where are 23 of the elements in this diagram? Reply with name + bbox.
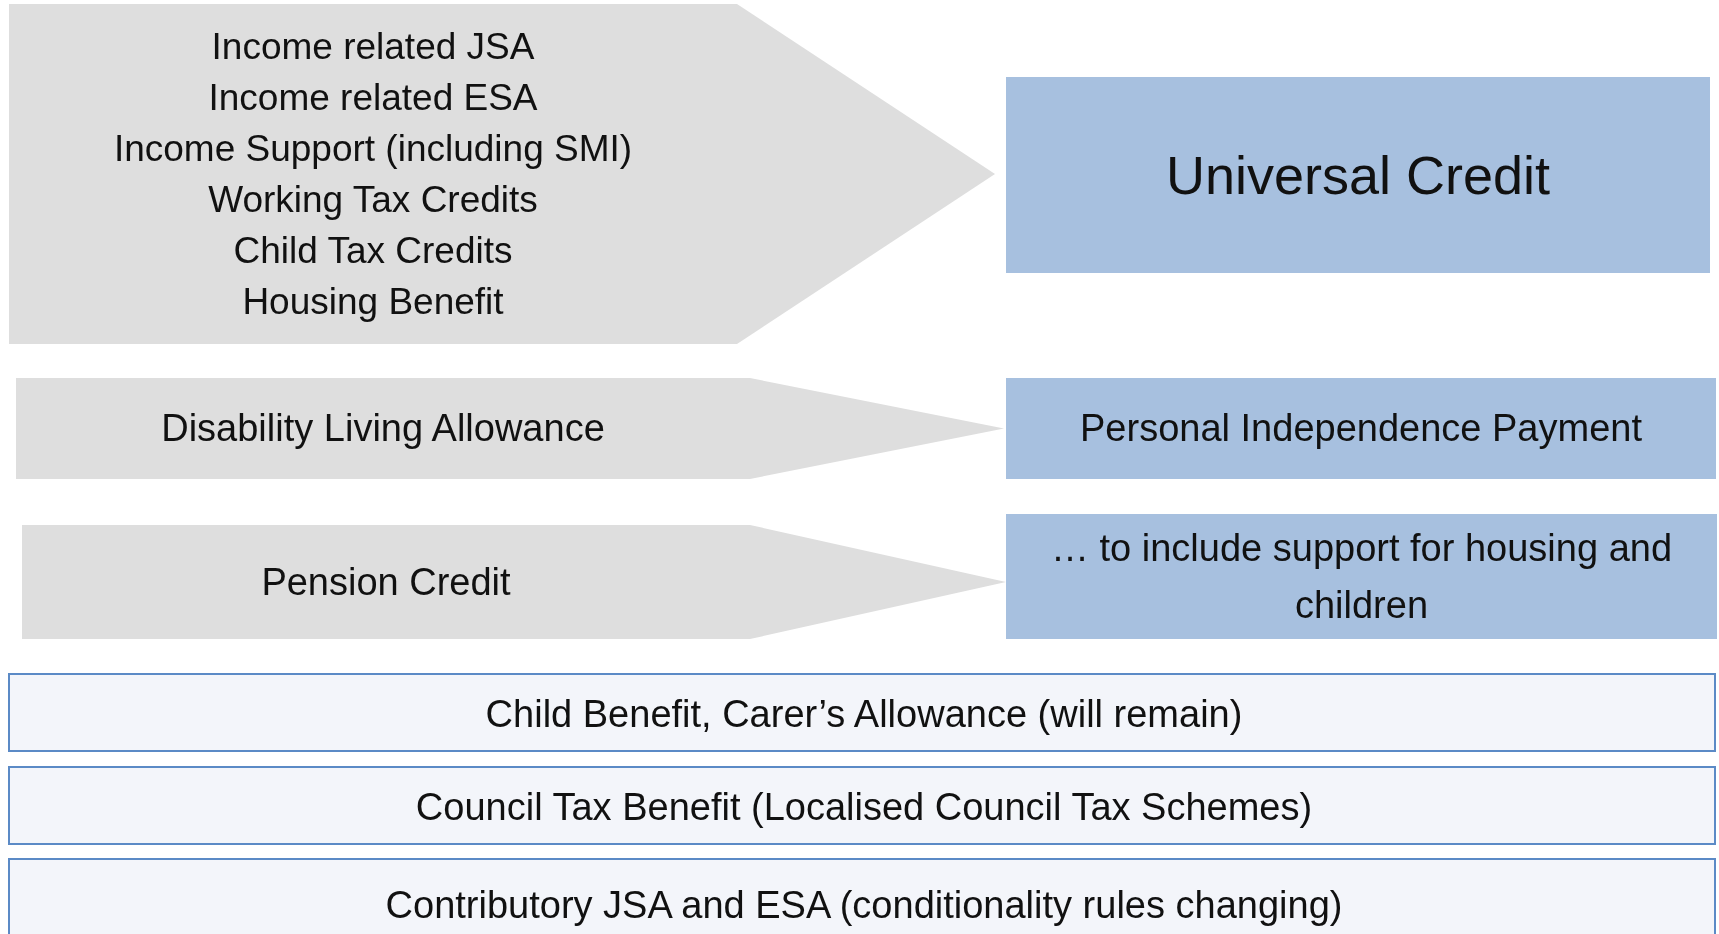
result-box [1006,378,1716,479]
benefit-band [8,766,1716,845]
benefit-label: Council Tax Benefit (Localised Council Tax Schemes) [415,785,1313,830]
benefit-label: Universal Credit [1165,143,1551,207]
benefit-label: Personal Independence Payment [1080,406,1642,451]
arrow-shape [22,525,1006,639]
arrow-shape [16,378,1004,479]
benefit-label: Child Benefit, Carer’s Allowance (will remain) [485,692,1243,737]
benefit-band [8,673,1716,752]
benefit-label: Housing Benefit [242,280,504,325]
benefit-label: Income related ESA [208,75,538,120]
result-box [1006,77,1710,273]
arrow-shape [9,4,995,344]
benefit-label: Working Tax Credits [208,178,538,222]
benefit-band [8,858,1716,934]
benefit-label: Contributory JSA and ESA (conditionality rules changing) [385,882,1343,928]
benefit-label: Income Support (including SMI) [113,126,633,171]
benefit-label: Child Tax Credits [233,229,513,274]
benefit-label: Income related JSA [211,24,535,69]
result-box [1006,514,1717,639]
benefit-label: Pension Credit [261,559,511,605]
benefit-label: … to include support for housing and children [1049,525,1674,628]
benefit-label: Disability Living Allowance [161,406,605,451]
